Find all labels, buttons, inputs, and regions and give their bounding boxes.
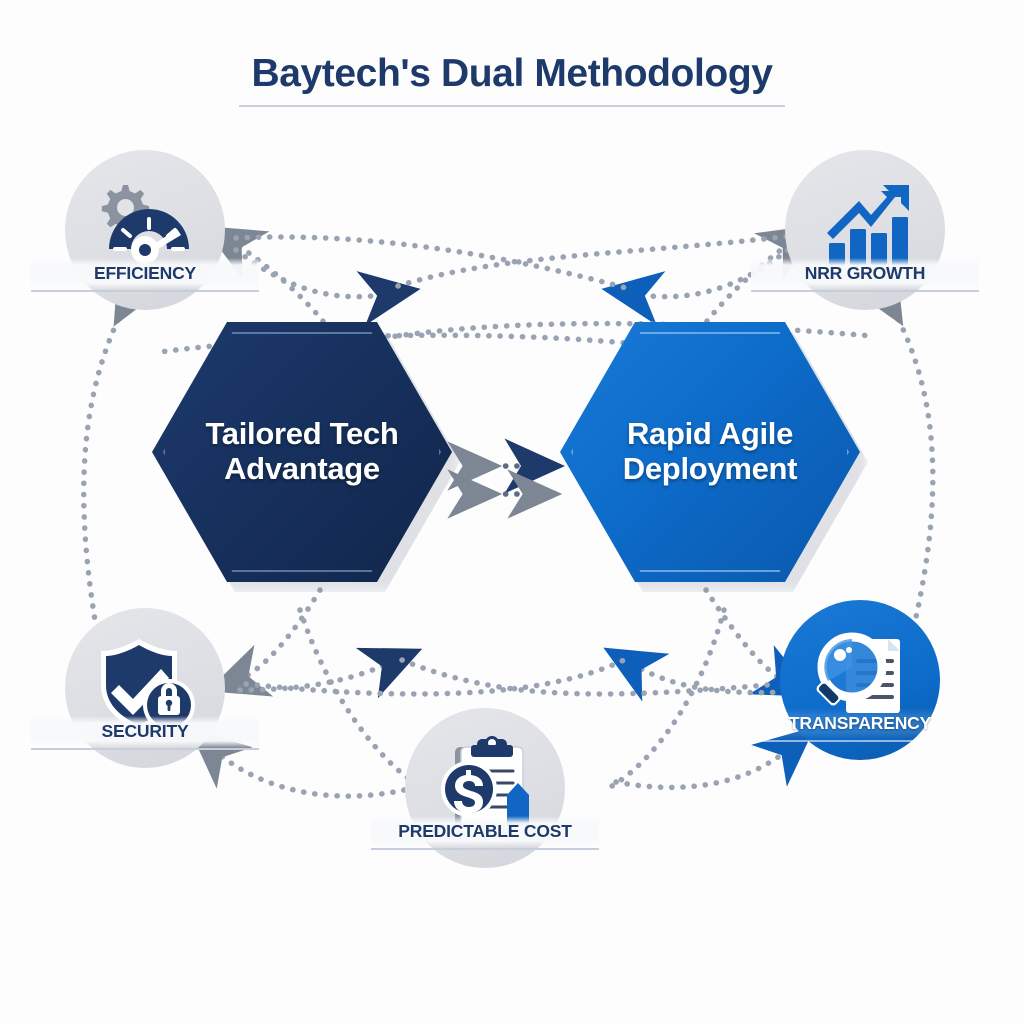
pillar-label-line2: Deployment bbox=[622, 451, 798, 486]
node-transparency[interactable]: TRANSPARENCY bbox=[746, 600, 974, 760]
node-label-predictable-cost: PREDICTABLE COST bbox=[371, 816, 599, 850]
pillar-label-line1: Tailored Tech bbox=[205, 416, 399, 452]
page-title-text: Baytech's Dual Methodology bbox=[239, 52, 785, 107]
node-label-efficiency: EFFICIENCY bbox=[31, 258, 259, 292]
pillar-label-line1: Rapid Agile bbox=[626, 416, 794, 452]
node-nrr-growth[interactable]: NRR GROWTH bbox=[751, 150, 979, 310]
node-security[interactable]: SECURITY bbox=[31, 608, 259, 768]
link-rapid-to-cost bbox=[609, 607, 727, 789]
link-efficiency-security-arc bbox=[78, 266, 162, 720]
pillar-label-rapid-agile: Rapid Agile Deployment bbox=[597, 416, 823, 486]
link-transparency-to-center bbox=[603, 647, 787, 702]
node-efficiency[interactable]: EFFICIENCY bbox=[31, 150, 259, 310]
link-cross-top-left bbox=[395, 233, 793, 289]
pillar-label-tailored-tech: Tailored Tech Advantage bbox=[179, 416, 424, 486]
node-label-security: SECURITY bbox=[31, 716, 259, 750]
link-tailored-to-efficiency bbox=[203, 225, 333, 333]
link-cost-to-transparency bbox=[613, 726, 816, 791]
link-security-to-center bbox=[237, 647, 423, 699]
gauge-gear-icon bbox=[101, 185, 189, 264]
link-rapid-to-transparency bbox=[703, 587, 816, 697]
link-cross-bottom-left bbox=[399, 657, 781, 697]
clipboard-dollar-icon bbox=[441, 736, 529, 826]
link-cross-bottom-right bbox=[243, 657, 627, 697]
node-label-transparency: TRANSPARENCY bbox=[746, 708, 974, 742]
node-label-nrr-growth: NRR GROWTH bbox=[751, 258, 979, 292]
link-cost-to-security bbox=[189, 728, 407, 799]
page-title: Baytech's Dual Methodology bbox=[0, 52, 1024, 107]
growth-chart-arrow-icon bbox=[827, 185, 909, 265]
node-predictable-cost[interactable]: PREDICTABLE COST bbox=[371, 708, 599, 868]
node-circle bbox=[780, 600, 940, 760]
link-tailored-to-security bbox=[206, 587, 323, 697]
link-tailored-to-cost bbox=[297, 607, 419, 787]
link-cross-top-right bbox=[233, 234, 629, 291]
link-nrr-transparency-arc bbox=[854, 266, 936, 718]
pillar-label-line2: Advantage bbox=[224, 451, 380, 486]
